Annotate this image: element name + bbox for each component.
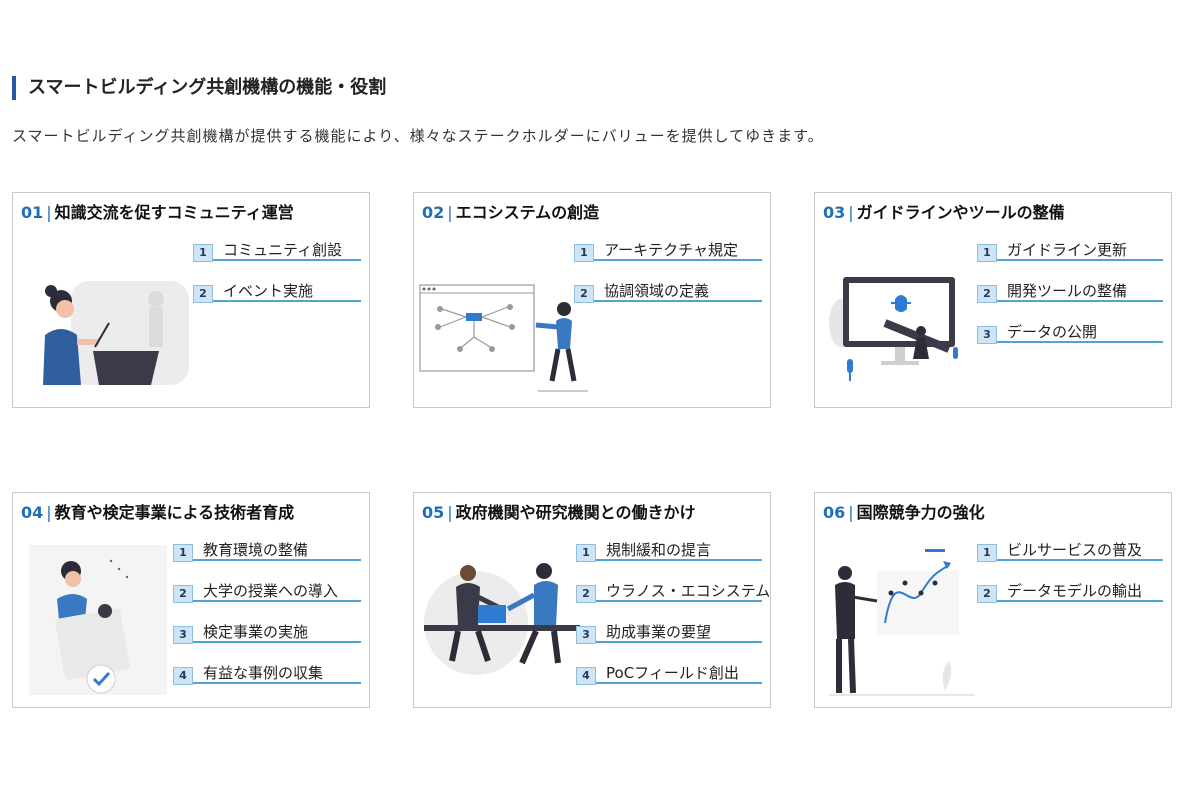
card-item-list: 1 教育環境の整備 2 大学の授業への導入 3 検定事業の実施 4 有益な事例の収集 (173, 541, 361, 705)
item-label: データの公開 (1007, 323, 1098, 341)
item-number-badge: 2 (576, 585, 596, 603)
list-item: 4 PoCフィールド創出 (576, 664, 762, 685)
item-number-badge: 1 (193, 244, 213, 262)
list-item: 2 イベント実施 (193, 282, 361, 303)
card-title: 05|政府機関や研究機関との働きかけ (422, 503, 696, 522)
item-number-badge: 1 (977, 244, 997, 262)
item-number-badge: 2 (193, 285, 213, 303)
card-number: 03 (823, 203, 846, 222)
card-education: 04|教育や検定事業による技術者育成 1 教育環境の整備 2 大学の授業への導入 3… (12, 492, 370, 708)
item-number-badge: 1 (173, 544, 193, 562)
item-label: アーキテクチャ規定 (604, 241, 738, 259)
card-title: 04|教育や検定事業による技術者育成 (21, 503, 295, 522)
card-number: 04 (21, 503, 44, 522)
card-title-text: 教育や検定事業による技術者育成 (54, 503, 295, 522)
list-item: 1 ビルサービスの普及 (977, 541, 1163, 562)
item-number-badge: 2 (173, 585, 193, 603)
item-number-badge: 4 (173, 667, 193, 685)
card-community: 01|知識交流を促すコミュニティ運営 1 コミュニティ創設 2 イベント実施 (12, 192, 370, 408)
card-item-list: 1 ガイドライン更新 2 開発ツールの整備 3 データの公開 (977, 241, 1163, 364)
card-government: 05|政府機関や研究機関との働きかけ 1 規制緩和の提言 2 ウラノス・エコシステム… (413, 492, 771, 708)
item-number-badge: 1 (574, 244, 594, 262)
card-title-text: エコシステムの創造 (455, 203, 600, 222)
card-title-text: 知識交流を促すコミュニティ運営 (54, 203, 294, 222)
list-item: 2 ウラノス・エコシステム連携 (576, 582, 770, 603)
architecture-diagram-illustration (419, 284, 588, 392)
item-label: 検定事業の実施 (203, 623, 309, 641)
list-item: 2 協調領域の定義 (574, 282, 762, 303)
card-guidelines: 03|ガイドラインやツールの整備 1 ガイドライン更新 2 開発ツールの整備 3 デー… (814, 192, 1172, 408)
item-label: データモデルの輸出 (1007, 582, 1143, 600)
item-number-badge: 2 (977, 585, 997, 603)
section-title: スマートビルディング共創機構の機能・役割 (12, 76, 386, 100)
card-title: 01|知識交流を促すコミュニティ運営 (21, 203, 294, 222)
list-item: 2 開発ツールの整備 (977, 282, 1163, 303)
item-number-badge: 3 (173, 626, 193, 644)
card-global-competitiveness: 06|国際競争力の強化 1 ビルサービスの普及 2 データモデルの輸出 (814, 492, 1172, 708)
growth-chart-illustration (829, 549, 975, 696)
list-item: 3 データの公開 (977, 323, 1163, 344)
item-number-badge: 2 (574, 285, 594, 303)
list-item: 3 助成事業の要望 (576, 623, 762, 644)
item-label: 協調領域の定義 (604, 282, 710, 300)
item-number-badge: 1 (977, 544, 997, 562)
card-item-list: 1 アーキテクチャ規定 2 協調領域の定義 (574, 241, 762, 323)
card-number: 05 (422, 503, 445, 522)
list-item: 1 規制緩和の提言 (576, 541, 762, 562)
item-label: 開発ツールの整備 (1007, 282, 1128, 300)
monitor-debug-illustration (829, 277, 958, 381)
item-label: 大学の授業への導入 (203, 582, 339, 600)
card-title: 03|ガイドラインやツールの整備 (823, 203, 1065, 222)
item-label: 教育環境の整備 (203, 541, 309, 559)
list-item: 1 教育環境の整備 (173, 541, 361, 562)
list-item: 1 コミュニティ創設 (193, 241, 361, 262)
list-item: 4 有益な事例の収集 (173, 664, 361, 685)
item-label: 有益な事例の収集 (203, 664, 324, 682)
card-title-text: 政府機関や研究機関との働きかけ (455, 503, 696, 522)
card-item-list: 1 規制緩和の提言 2 ウラノス・エコシステム連携 3 助成事業の要望 4 PoCフィー… (576, 541, 770, 705)
certification-illustration (29, 545, 167, 695)
list-item: 2 データモデルの輸出 (977, 582, 1163, 603)
item-number-badge: 2 (977, 285, 997, 303)
item-number-badge: 4 (576, 667, 596, 685)
card-item-list: 1 コミュニティ創設 2 イベント実施 (193, 241, 361, 323)
card-title-text: 国際競争力の強化 (856, 503, 985, 522)
card-item-list: 1 ビルサービスの普及 2 データモデルの輸出 (977, 541, 1163, 623)
section-description: スマートビルディング共創機構が提供する機能により、様々なステークホルダーにバリュ… (12, 127, 824, 145)
card-title: 02|エコシステムの創造 (422, 203, 600, 222)
card-title-text: ガイドラインやツールの整備 (856, 203, 1065, 222)
item-number-badge: 3 (977, 326, 997, 344)
item-label: ウラノス・エコシステム連携 (606, 582, 771, 600)
item-label: 助成事業の要望 (606, 623, 712, 641)
item-label: イベント実施 (223, 282, 314, 300)
card-title: 06|国際競争力の強化 (823, 503, 985, 522)
list-item: 2 大学の授業への導入 (173, 582, 361, 603)
item-label: コミュニティ創設 (223, 241, 343, 259)
item-number-badge: 3 (576, 626, 596, 644)
handshake-illustration (424, 563, 580, 675)
list-item: 1 アーキテクチャ規定 (574, 241, 762, 262)
item-label: ガイドライン更新 (1007, 241, 1128, 259)
card-number: 06 (823, 503, 846, 522)
item-label: ビルサービスの普及 (1007, 541, 1143, 559)
list-item: 3 検定事業の実施 (173, 623, 361, 644)
list-item: 1 ガイドライン更新 (977, 241, 1163, 262)
item-label: 規制緩和の提言 (606, 541, 712, 559)
item-number-badge: 1 (576, 544, 596, 562)
item-label: PoCフィールド創出 (606, 664, 739, 682)
card-number: 01 (21, 203, 44, 222)
card-ecosystem: 02|エコシステムの創造 1 アーキテクチャ規定 2 協調領域の定義 (413, 192, 771, 408)
speaker-illustration (43, 281, 189, 385)
card-number: 02 (422, 203, 445, 222)
